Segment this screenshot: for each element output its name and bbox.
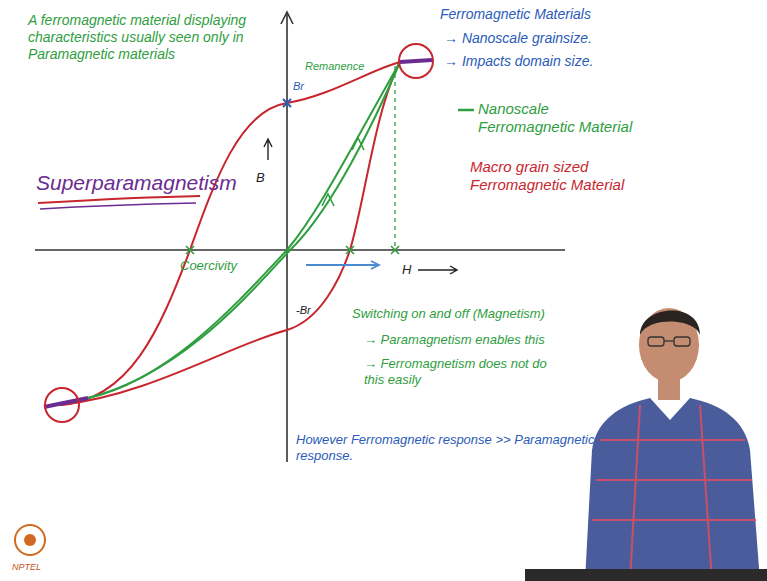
legend-text: Macro grain sized Ferromagnetic Material bbox=[470, 158, 640, 194]
axis-annotation: Br bbox=[293, 80, 304, 93]
b-arrow bbox=[264, 139, 272, 160]
axis-label: H bbox=[402, 262, 411, 278]
presenter-figure bbox=[585, 308, 760, 581]
title-underline bbox=[38, 196, 200, 203]
nano-loop-upper bbox=[88, 62, 400, 398]
legend-entry: Macro grain sized Ferromagnetic Material bbox=[470, 158, 640, 194]
saturation-segment bbox=[400, 60, 432, 62]
nano-loop-lower bbox=[88, 62, 400, 398]
b-axis bbox=[286, 14, 288, 462]
saturation-dash bbox=[394, 66, 395, 250]
macro-loop-upper bbox=[60, 62, 400, 405]
highlight-circle bbox=[45, 388, 79, 422]
logo-ring bbox=[15, 525, 45, 555]
coercivity-mark bbox=[346, 246, 354, 254]
note-text: → Ferromagnetism does not do this easily bbox=[364, 356, 564, 387]
note-text: → Nanoscale grainsize. bbox=[444, 30, 592, 47]
axis-annotation: -Br bbox=[296, 304, 311, 317]
note-text: However Ferromagnetic response >> Parama… bbox=[296, 432, 596, 463]
h-axis bbox=[35, 249, 565, 251]
field-arrow bbox=[306, 261, 379, 269]
note-heading: Switching on and off (Magnetism) bbox=[352, 306, 545, 322]
coercivity-mark bbox=[186, 246, 194, 254]
axis-arrowhead bbox=[281, 12, 293, 24]
note-text: A ferromagnetic material displaying char… bbox=[28, 12, 273, 62]
logo-core bbox=[24, 534, 36, 546]
legend-entry: Nanoscale Ferromagnetic Material bbox=[478, 100, 648, 136]
desk-edge bbox=[525, 569, 767, 581]
h-arrow bbox=[418, 266, 457, 274]
axis-label: B bbox=[256, 170, 265, 186]
title-word: Superparamagnetism bbox=[36, 170, 237, 195]
note-heading: Ferromagnetic Materials bbox=[440, 6, 591, 23]
axis-annotation: Coercivity bbox=[180, 258, 237, 274]
logo-text: NPTEL bbox=[12, 562, 41, 573]
remanence-mark bbox=[283, 99, 291, 107]
legend-text: Nanoscale Ferromagnetic Material bbox=[478, 100, 648, 136]
note-text: → Paramagnetism enables this bbox=[364, 332, 545, 348]
legend-sample-line bbox=[458, 109, 474, 112]
saturation-mark bbox=[391, 246, 399, 254]
saturation-segment bbox=[44, 398, 88, 407]
title-underline bbox=[40, 203, 196, 209]
axis-annotation: Remanence bbox=[305, 60, 364, 73]
macro-loop-lower bbox=[60, 62, 400, 405]
nano-arrowheads bbox=[322, 138, 364, 206]
highlight-circle bbox=[399, 44, 433, 78]
note-text: → Impacts domain size. bbox=[444, 53, 593, 70]
